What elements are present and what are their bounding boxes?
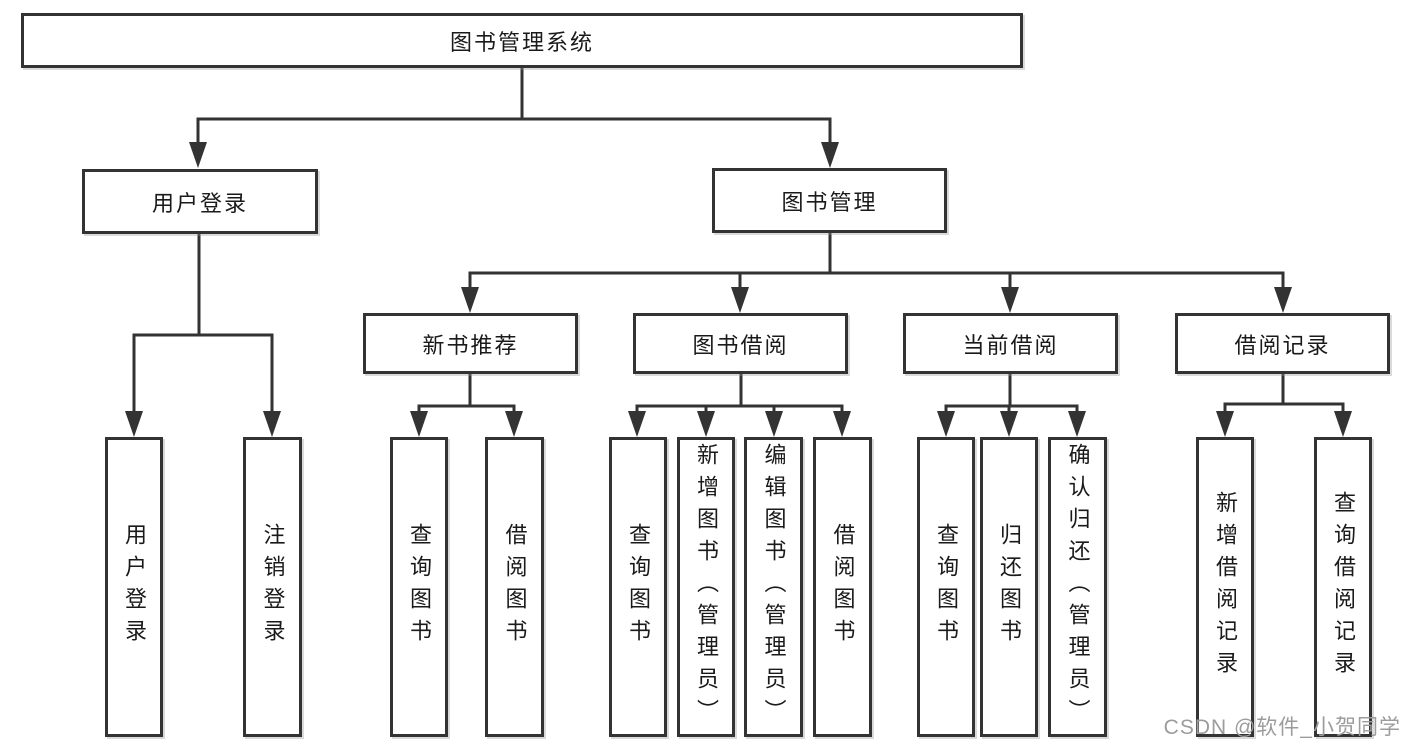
connector-root-to-level2 bbox=[196, 66, 832, 150]
leaf-query-books-current-label: 查询图书 bbox=[934, 523, 959, 651]
leaf-confirm-return-admin-label: 确认归还（管理员） bbox=[1065, 443, 1091, 731]
node-current-borrowing-label: 当前借阅 bbox=[962, 332, 1059, 358]
leaf-return-books: 归还图书 bbox=[980, 437, 1038, 737]
arrowheads-root-to-level2 bbox=[189, 142, 839, 168]
leaf-add-book-admin-label: 新增图书（管理员） bbox=[694, 443, 719, 731]
leaf-add-book-admin: 新增图书（管理员） bbox=[677, 437, 735, 737]
leaf-query-borrow-record-label: 查询借阅记录 bbox=[1331, 491, 1356, 683]
node-current-borrowing: 当前借阅 bbox=[903, 313, 1118, 374]
connector-current-borrowing-children bbox=[944, 372, 1079, 420]
connector-new-book-recommend-children bbox=[417, 372, 516, 420]
node-borrowing-records-label: 借阅记录 bbox=[1234, 332, 1331, 358]
arrowheads-level3 bbox=[461, 287, 1292, 313]
leaf-edit-book-admin-label: 编辑图书（管理员） bbox=[761, 443, 787, 731]
node-book-management-label: 图书管理 bbox=[781, 189, 878, 215]
csdn-watermark: CSDN @软件_小贺同学 bbox=[1163, 716, 1401, 739]
leaf-edit-book-admin: 编辑图书（管理员） bbox=[744, 437, 803, 737]
arrowheads-leaf-boxes bbox=[410, 411, 1352, 437]
node-borrowing-records: 借阅记录 bbox=[1175, 313, 1390, 374]
leaf-add-borrow-record-label: 新增借阅记录 bbox=[1213, 491, 1238, 683]
leaf-logout-label: 注销登录 bbox=[260, 523, 286, 651]
node-book-management: 图书管理 bbox=[712, 168, 947, 233]
connector-book-borrowing-children bbox=[635, 372, 844, 420]
node-library-management-system-label: 图书管理系统 bbox=[449, 29, 594, 55]
leaf-query-books-borrowing-label: 查询图书 bbox=[626, 523, 651, 651]
leaf-query-borrow-record: 查询借阅记录 bbox=[1314, 437, 1372, 737]
leaf-query-books-recommend-label: 查询图书 bbox=[407, 523, 432, 651]
leaf-borrow-books-borrowing-label: 借阅图书 bbox=[830, 523, 856, 651]
leaf-borrow-books-recommend-label: 借阅图书 bbox=[502, 523, 528, 651]
connector-borrowing-records-children bbox=[1223, 372, 1345, 420]
node-user-login: 用户登录 bbox=[82, 169, 318, 234]
leaf-user-login: 用户登录 bbox=[105, 437, 163, 737]
leaf-query-books-borrowing: 查询图书 bbox=[609, 437, 667, 737]
connector-user-login-to-children bbox=[132, 232, 274, 420]
node-new-book-recommend: 新书推荐 bbox=[363, 313, 578, 374]
node-book-borrowing-label: 图书借阅 bbox=[692, 332, 789, 358]
connector-book-management-to-level3 bbox=[468, 231, 1285, 295]
leaf-confirm-return-admin: 确认归还（管理员） bbox=[1048, 437, 1107, 737]
arrowheads-user-login-children bbox=[125, 411, 281, 437]
node-user-login-label: 用户登录 bbox=[151, 190, 248, 216]
leaf-query-books-recommend: 查询图书 bbox=[390, 437, 448, 737]
leaf-return-books-label: 归还图书 bbox=[997, 523, 1022, 651]
node-book-borrowing: 图书借阅 bbox=[633, 313, 848, 374]
leaf-borrow-books-recommend: 借阅图书 bbox=[485, 437, 544, 737]
leaf-query-books-current: 查询图书 bbox=[917, 437, 975, 737]
node-new-book-recommend-label: 新书推荐 bbox=[422, 332, 519, 358]
leaf-borrow-books-borrowing: 借阅图书 bbox=[813, 437, 872, 737]
leaf-user-login-label: 用户登录 bbox=[122, 523, 147, 651]
leaf-logout: 注销登录 bbox=[243, 437, 302, 737]
leaf-add-borrow-record: 新增借阅记录 bbox=[1196, 437, 1254, 737]
node-library-management-system: 图书管理系统 bbox=[21, 13, 1023, 68]
